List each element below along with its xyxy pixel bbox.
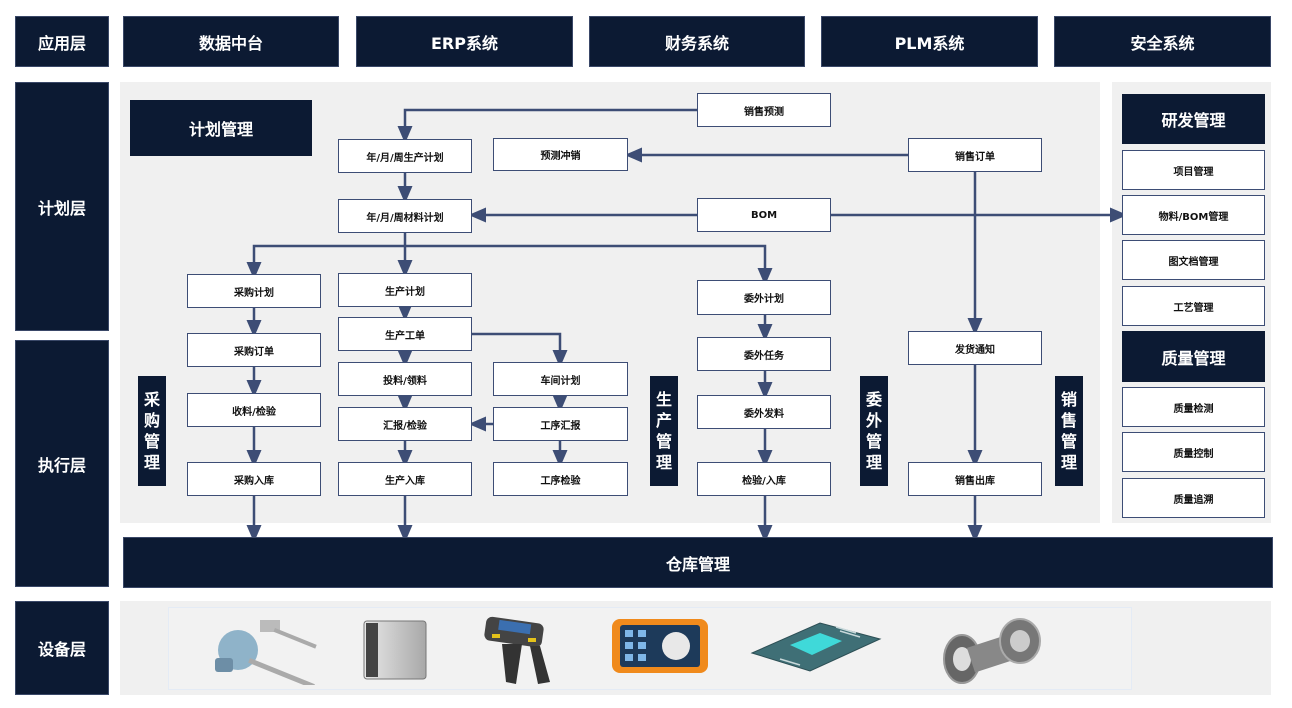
app-system-security[interactable]: 安全系统 — [1054, 16, 1271, 67]
label-char: 购 — [143, 411, 160, 430]
quality-mgmt-title: 质量管理 — [1122, 331, 1265, 382]
node-outsource-issue[interactable]: 委外发料 — [697, 395, 831, 429]
node-purchase-inbound[interactable]: 采购入库 — [187, 462, 321, 496]
rfid-reader-icon — [363, 620, 427, 680]
plan-mgmt-title: 计划管理 — [130, 100, 312, 156]
node-report-inspect[interactable]: 汇报/检验 — [338, 407, 472, 441]
rd-item-project[interactable]: 项目管理 — [1122, 150, 1265, 190]
node-annual-production-plan[interactable]: 年/月/周生产计划 — [338, 139, 472, 173]
label-char: 外 — [865, 411, 882, 430]
rd-item-process[interactable]: 工艺管理 — [1122, 286, 1265, 326]
node-outsource-task[interactable]: 委外任务 — [697, 337, 831, 371]
label-char: 理 — [1060, 453, 1077, 472]
quality-item-control[interactable]: 质量控制 — [1122, 432, 1265, 472]
node-process-inspect[interactable]: 工序检验 — [493, 462, 628, 496]
rd-item-material-bom[interactable]: 物料/BOM管理 — [1122, 195, 1265, 235]
node-workshop-plan[interactable]: 车间计划 — [493, 362, 628, 396]
label-sales-mgmt: 销 售 管 理 — [1055, 376, 1083, 486]
label-char: 委 — [865, 390, 882, 409]
label-char: 售 — [1060, 411, 1077, 430]
label-char: 采 — [143, 390, 160, 409]
node-outsource-plan[interactable]: 委外计划 — [697, 280, 831, 315]
label-char: 理 — [143, 453, 160, 472]
label-production-mgmt: 生 产 管 理 — [650, 376, 678, 486]
node-material-issue[interactable]: 投料/领料 — [338, 362, 472, 396]
layer-label-device: 设备层 — [15, 601, 109, 695]
node-purchase-order[interactable]: 采购订单 — [187, 333, 321, 367]
rd-item-documents[interactable]: 图文档管理 — [1122, 240, 1265, 280]
label-char: 管 — [865, 432, 882, 451]
handheld-scanner-icon — [484, 616, 550, 684]
label-char: 生 — [655, 390, 672, 409]
node-sales-order[interactable]: 销售订单 — [908, 138, 1042, 172]
node-annual-material-plan[interactable]: 年/月/周材料计划 — [338, 199, 472, 233]
node-sales-outbound[interactable]: 销售出库 — [908, 462, 1042, 496]
label-char: 理 — [655, 453, 672, 472]
label-char: 产 — [655, 411, 672, 430]
circuit-board-icon — [750, 622, 882, 672]
label-char: 管 — [143, 432, 160, 451]
app-system-finance[interactable]: 财务系统 — [589, 16, 805, 67]
node-production-plan[interactable]: 生产计划 — [338, 273, 472, 307]
app-system-erp[interactable]: ERP系统 — [356, 16, 573, 67]
turbine-engine-icon — [943, 618, 1041, 684]
node-receive-inspect[interactable]: 收料/检验 — [187, 393, 321, 427]
node-forecast-offset[interactable]: 预测冲销 — [493, 138, 628, 171]
label-char: 理 — [865, 453, 882, 472]
node-inspect-inbound[interactable]: 检验/入库 — [697, 462, 831, 496]
label-purchase-mgmt: 采 购 管 理 — [138, 376, 166, 486]
node-bom[interactable]: BOM — [697, 198, 831, 232]
rd-mgmt-title: 研发管理 — [1122, 94, 1265, 144]
layer-label-app: 应用层 — [15, 16, 109, 67]
node-shipping-notice[interactable]: 发货通知 — [908, 331, 1042, 365]
quality-item-traceability[interactable]: 质量追溯 — [1122, 478, 1265, 518]
node-sales-forecast[interactable]: 销售预测 — [697, 93, 831, 127]
app-system-plm[interactable]: PLM系统 — [821, 16, 1038, 67]
temperature-sensor-icon — [215, 620, 317, 685]
layer-label-exec: 执行层 — [15, 340, 109, 587]
industrial-tablet-icon — [612, 619, 708, 673]
label-char: 管 — [1060, 432, 1077, 451]
warehouse-mgmt-bar[interactable]: 仓库管理 — [123, 537, 1273, 588]
node-production-inbound[interactable]: 生产入库 — [338, 462, 472, 496]
layer-label-plan: 计划层 — [15, 82, 109, 331]
label-char: 销 — [1060, 390, 1077, 409]
app-system-data-platform[interactable]: 数据中台 — [123, 16, 339, 67]
node-production-work-order[interactable]: 生产工单 — [338, 317, 472, 351]
node-process-report[interactable]: 工序汇报 — [493, 407, 628, 441]
label-outsource-mgmt: 委 外 管 理 — [860, 376, 888, 486]
label-char: 管 — [655, 432, 672, 451]
quality-item-inspection[interactable]: 质量检测 — [1122, 387, 1265, 427]
node-purchase-plan[interactable]: 采购计划 — [187, 274, 321, 308]
